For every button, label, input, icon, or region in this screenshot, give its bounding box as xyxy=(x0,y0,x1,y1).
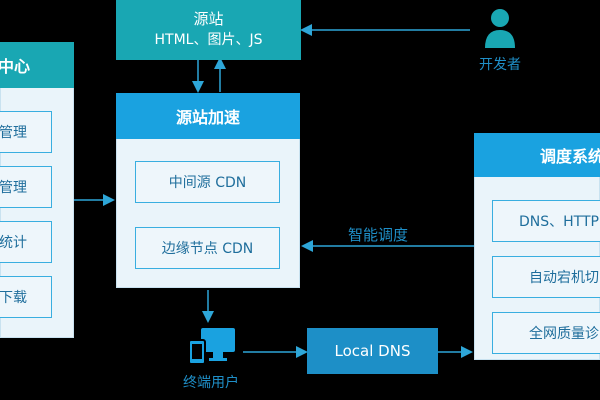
scheduler-header: 调度系统 xyxy=(474,133,600,177)
mid-cdn-box: 中间源 CDN xyxy=(135,161,280,203)
local-dns-box: Local DNS xyxy=(307,328,438,374)
developer-label: 开发者 xyxy=(479,57,521,73)
center-panel-title: 中心 xyxy=(0,57,31,76)
scheduler-item-1-label: DNS、HTTP xyxy=(519,214,599,230)
scheduler-item-2: 自动宕机切 xyxy=(492,256,600,298)
origin-subtitle: HTML、图片、JS xyxy=(154,32,263,48)
developer: 开发者 xyxy=(470,8,530,78)
center-item-2-label: 管理 xyxy=(0,180,27,196)
center-panel-header: 中心 xyxy=(0,42,74,88)
origin-title: 源站 xyxy=(193,10,224,28)
accel-header: 源站加速 xyxy=(116,93,300,139)
edge-cdn-label: 边缘节点 CDN xyxy=(161,241,254,257)
center-item-3: 统计 xyxy=(0,221,52,263)
local-dns-label: Local DNS xyxy=(334,342,411,360)
scheduler-item-1: DNS、HTTP xyxy=(492,200,600,242)
center-item-3-label: 统计 xyxy=(0,235,27,251)
center-item-4: 下载 xyxy=(0,276,52,318)
center-item-1: 管理 xyxy=(0,111,52,153)
end-user: 终端用户 xyxy=(176,326,246,396)
scheduler-item-2-label: 自动宕机切 xyxy=(529,270,599,286)
scheduler-title: 调度系统 xyxy=(540,147,600,166)
origin-box: 源站 HTML、图片、JS xyxy=(116,0,301,60)
center-item-2: 管理 xyxy=(0,166,52,208)
user-icon xyxy=(485,9,515,48)
center-item-1-label: 管理 xyxy=(0,125,27,141)
edge-cdn-box: 边缘节点 CDN xyxy=(135,227,280,269)
smart-scheduling-label: 智能调度 xyxy=(348,226,409,244)
end-user-label: 终端用户 xyxy=(183,375,239,391)
devices-icon xyxy=(188,328,235,365)
scheduler-item-3: 全网质量诊 xyxy=(492,312,600,354)
mid-cdn-label: 中间源 CDN xyxy=(168,175,247,191)
scheduler-item-3-label: 全网质量诊 xyxy=(529,326,599,342)
center-item-4-label: 下载 xyxy=(0,290,27,306)
accel-title: 源站加速 xyxy=(175,108,240,127)
